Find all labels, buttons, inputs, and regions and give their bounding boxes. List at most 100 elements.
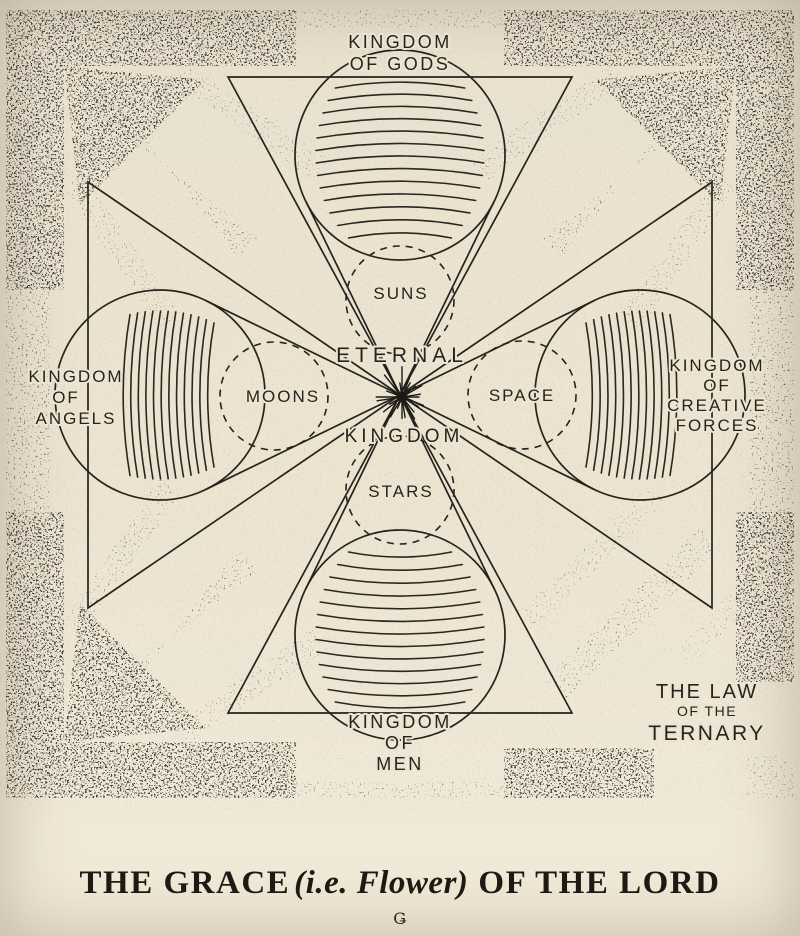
label-space: SPACE <box>489 386 555 405</box>
rib-line <box>638 310 648 480</box>
rib-line <box>315 142 485 152</box>
rib-line <box>661 312 671 478</box>
rib-line <box>623 311 632 479</box>
starburst-ray <box>386 390 399 397</box>
triangle-top <box>226 76 574 397</box>
starburst-ray <box>404 384 423 396</box>
law-note-line3: TERNARY <box>648 722 765 745</box>
stipple-strip <box>296 10 504 28</box>
starburst-ray <box>401 400 406 419</box>
label-kingdom-of-angels-1: KINGDOM <box>28 367 123 386</box>
rib-line <box>600 316 609 474</box>
flower-geometry <box>54 49 746 741</box>
starburst-ray <box>389 398 400 405</box>
rib-line <box>334 701 466 709</box>
starburst-ray <box>403 399 416 420</box>
stipple-corner-patch <box>746 756 794 798</box>
starburst-ray <box>405 393 422 398</box>
label-stars: STARS <box>368 482 433 501</box>
rib-line <box>316 613 484 623</box>
lobe-ribs-bottom <box>315 551 485 709</box>
stipple-strip <box>296 782 504 798</box>
rib-line <box>327 93 473 102</box>
rib-line <box>129 312 139 478</box>
lobe-circle-right <box>534 289 746 501</box>
rib-line <box>122 313 131 477</box>
stipple-strip <box>750 290 794 512</box>
rib-line <box>592 318 601 472</box>
lobe-circle-left <box>54 289 266 501</box>
plate-caption: THE GRACE(i.e. Flower)OF THE LORD Ǥ <box>80 865 721 928</box>
rib-line <box>329 576 471 585</box>
starburst-ray <box>403 382 411 395</box>
rib-line <box>323 588 477 597</box>
rib-line <box>152 310 162 480</box>
caption-text: THE GRACE(i.e. Flower)OF THE LORD <box>80 865 721 901</box>
stipple-border-light <box>6 10 794 798</box>
stipple-ray <box>520 486 664 628</box>
rib-line <box>318 117 482 127</box>
label-kingdom-of-gods-2: OF GODS <box>350 54 451 74</box>
rib-line <box>336 218 464 227</box>
rib-line <box>631 310 640 480</box>
rib-line <box>199 318 208 472</box>
stipple-ray <box>80 80 258 258</box>
lobe-ribs-top <box>315 81 485 239</box>
stipple-ray <box>66 478 180 636</box>
caption-tail: OF THE LORD <box>478 865 720 901</box>
triangle-left <box>87 180 402 610</box>
rib-line <box>615 312 625 478</box>
dashed-circle-space <box>467 340 577 450</box>
rib-line <box>160 310 169 480</box>
rib-line <box>316 167 484 177</box>
rib-line <box>191 316 200 474</box>
lobe-ribs-right <box>585 310 678 480</box>
law-of-the-ternary-note: THE LAW OF THE TERNARY <box>646 679 765 747</box>
stipple-ray <box>172 628 330 742</box>
label-suns: SUNS <box>373 284 428 303</box>
starburst-ray <box>402 376 411 394</box>
rib-line <box>168 311 177 479</box>
printers-mark-icon: Ǥ <box>393 909 407 928</box>
starburst-ray <box>404 398 419 407</box>
rib-line <box>319 180 481 189</box>
rib-line <box>329 205 471 214</box>
law-note-line1: THE LAW <box>656 681 758 703</box>
stipple-strip <box>6 290 50 512</box>
rib-line <box>145 310 154 480</box>
labels: KINGDOM OF GODS KINGDOM OF ANGELS KINGDO… <box>26 30 767 776</box>
stipple-ray <box>172 66 330 180</box>
starburst-ray <box>399 382 403 394</box>
rib-line <box>322 676 478 685</box>
rib-line <box>336 563 464 572</box>
rib-line <box>319 601 481 610</box>
label-eternal: ETERNAL <box>336 344 468 367</box>
label-kingdom-of-angels-2: OF <box>52 388 80 407</box>
label-kingdom-of-angels-3: ANGELS <box>36 409 117 428</box>
label-kingdom-of-creative-forces-3: CREATIVE <box>667 396 767 415</box>
rib-line <box>316 130 484 139</box>
triangle-right <box>398 180 713 610</box>
law-note-line2: OF THE <box>677 703 737 719</box>
label-kingdom-of-creative-forces-1: KINGDOM <box>669 356 764 375</box>
starburst-ray <box>382 398 400 413</box>
stipple-ray <box>470 66 628 180</box>
dashed-circle-moons <box>219 341 329 451</box>
rib-line <box>653 311 663 479</box>
starburst-ray <box>376 396 399 402</box>
label-center-kingdom: KINGDOM <box>345 426 464 447</box>
dashed-circle-stars <box>345 435 455 545</box>
stipple-band <box>736 10 794 290</box>
starburst-core <box>396 391 408 403</box>
dashed-circle-suns <box>345 245 455 355</box>
rib-line <box>608 313 617 477</box>
rib-line <box>137 311 147 479</box>
starburst-ray <box>383 374 401 395</box>
caption-parenthetical: (i.e. Flower) <box>294 865 468 901</box>
rib-line <box>347 232 453 239</box>
stipple-band <box>6 10 64 290</box>
label-kingdom-of-creative-forces-4: FORCES <box>676 416 759 435</box>
rib-line <box>334 81 466 89</box>
